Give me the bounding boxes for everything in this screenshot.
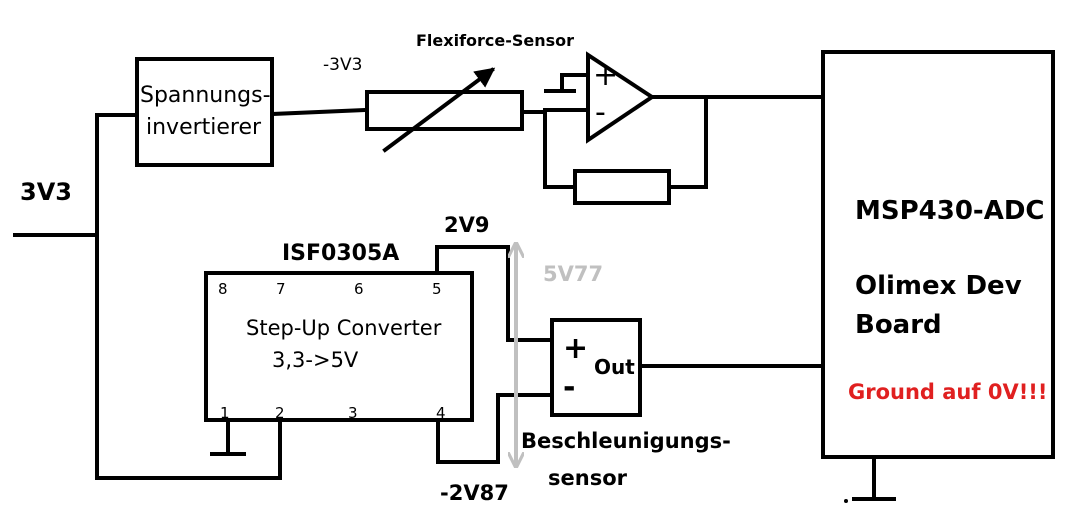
neg-rail-label: -3V3 [323, 55, 362, 75]
pin-6: 6 [354, 280, 364, 298]
feedback-resistor [573, 169, 671, 205]
pin-2: 2 [275, 404, 285, 422]
inverter-label-line1: Spannungs- [140, 83, 271, 108]
wire-opamp-plus-gnd [560, 73, 590, 90]
converter-part-label: ISF0305A [282, 241, 399, 266]
voltage-inverter-box [135, 57, 274, 167]
msp430-board-box [821, 50, 1055, 459]
accel-plus-sign: + [563, 331, 588, 366]
pin-5: 5 [432, 280, 442, 298]
flexiforce-label: Flexiforce-Sensor [416, 31, 574, 50]
accel-minus-sign: - [563, 370, 575, 405]
step-up-converter-box [204, 271, 474, 422]
pin-1: 1 [220, 404, 230, 422]
v-span-label: 5V77 [543, 262, 603, 286]
msp430-title: MSP430-ADC [855, 196, 1045, 226]
olimex-line2: Board [855, 310, 942, 340]
converter-name: Step-Up Converter [246, 316, 442, 340]
ground-warning: Ground auf 0V!!! [848, 380, 1047, 404]
accel-label-line2: sensor [548, 466, 628, 490]
pin-7: 7 [276, 280, 286, 298]
converter-ratio: 3,3->5V [272, 348, 359, 372]
input-voltage-label: 3V3 [20, 178, 72, 206]
accelerometer-box [550, 318, 642, 417]
wire-feedback [543, 110, 577, 189]
dot-marker [844, 499, 848, 503]
pin-8: 8 [218, 280, 228, 298]
pin-3: 3 [348, 404, 358, 422]
ground-symbols [210, 89, 896, 503]
wire-main-vertical [95, 113, 282, 480]
wire-sensor-to-opamp [520, 108, 590, 114]
accel-out-label: Out [594, 355, 635, 379]
v-plus-label: 2V9 [444, 213, 489, 237]
opamp-minus-sign: - [595, 95, 606, 130]
opamp-triangle [586, 51, 656, 144]
inverter-label-line2: invertierer [146, 115, 262, 140]
flexiforce-resistor [365, 90, 524, 131]
wire-inverter-to-sensor [269, 107, 369, 117]
accel-label-line1: Beschleunigungs- [521, 429, 731, 453]
opamp-plus-sign: + [593, 58, 618, 93]
olimex-line1: Olimex Dev [855, 271, 1022, 301]
pin-4: 4 [436, 404, 446, 422]
variable-arrow-icon [382, 67, 496, 153]
v-minus-label: -2V87 [440, 481, 509, 505]
wire-feedback-right [667, 95, 708, 189]
